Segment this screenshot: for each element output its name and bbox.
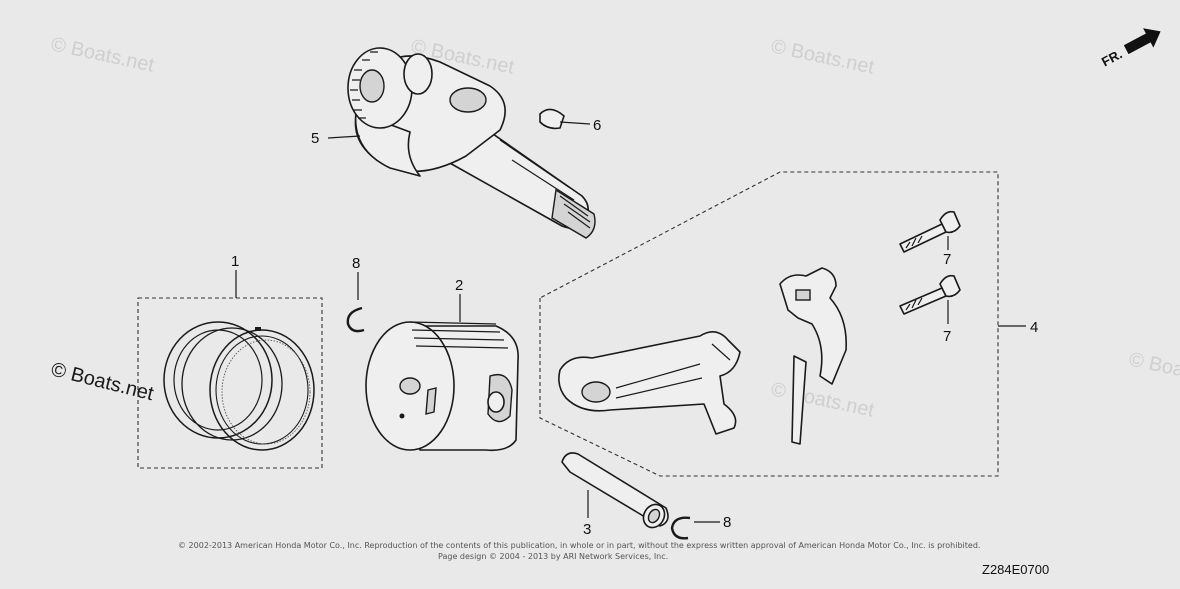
callout-7[interactable]: 7 [943, 251, 951, 268]
callout-8[interactable]: 8 [352, 255, 360, 272]
piston-pin-clip[interactable] [346, 306, 365, 333]
connecting-rod-bolt[interactable] [899, 274, 961, 315]
leader-line [559, 121, 591, 125]
callout-7[interactable]: 7 [943, 328, 951, 345]
watermark: © Boats.net [769, 378, 877, 421]
callout-8[interactable]: 8 [723, 514, 731, 531]
connecting-rod-box [539, 171, 999, 477]
leader-line [327, 135, 361, 139]
watermark: © Boats.net [49, 33, 157, 76]
watermark: © Boats.net [1127, 348, 1180, 391]
callout-6[interactable]: 6 [593, 117, 601, 134]
connecting-rod[interactable] [558, 331, 741, 435]
callout-1[interactable]: 1 [231, 253, 239, 270]
piston-pin-clip[interactable] [670, 516, 691, 540]
watermark: © Boats.net [769, 35, 877, 78]
piston-rings[interactable] [163, 321, 315, 451]
crankshaft[interactable] [347, 47, 596, 239]
callout-3[interactable]: 3 [583, 521, 591, 538]
page-design-notice: Page design © 2004 - 2013 by ARI Network… [438, 552, 668, 561]
copyright-notice: © 2002-2013 American Honda Motor Co., In… [178, 541, 980, 550]
connecting-rod-cap[interactable] [779, 267, 847, 445]
callout-2[interactable]: 2 [455, 277, 463, 294]
piston[interactable] [365, 321, 519, 452]
piston-pin[interactable] [561, 452, 669, 531]
callout-4[interactable]: 4 [1030, 319, 1038, 336]
woodruff-key[interactable] [539, 108, 565, 130]
callout-5[interactable]: 5 [311, 130, 319, 147]
diagram-code: Z284E0700 [982, 562, 1049, 577]
watermark-main: © Boats.net [49, 359, 156, 406]
arrow-icon [1123, 28, 1161, 55]
ring-set-box [137, 297, 323, 469]
direction-label: FR. [1099, 46, 1125, 69]
front-direction-arrow: FR. [1099, 28, 1161, 69]
connecting-rod-bolt[interactable] [899, 210, 961, 253]
